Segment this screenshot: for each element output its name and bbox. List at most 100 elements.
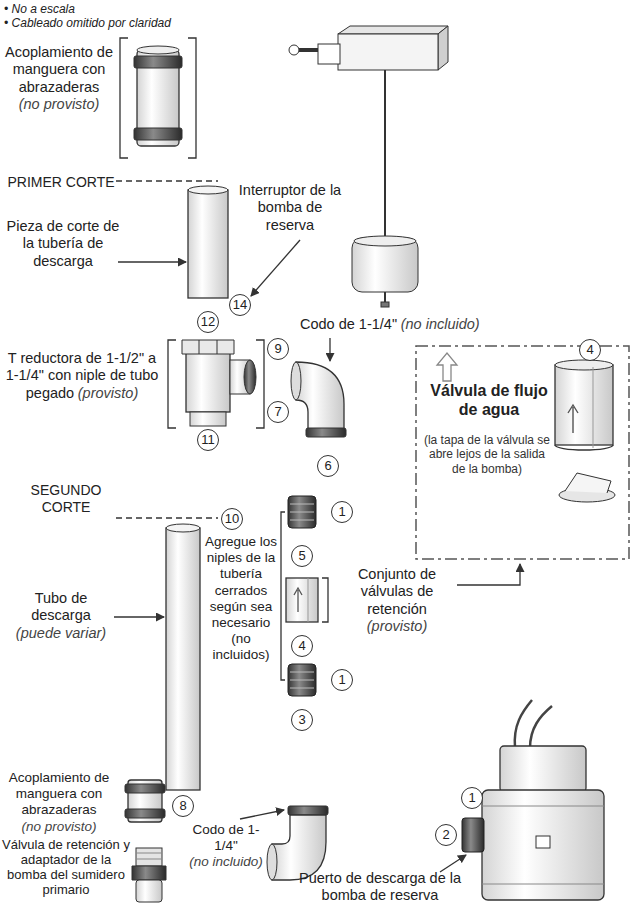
float-switch <box>384 70 386 238</box>
pipe-nipple <box>288 664 316 696</box>
label-block: Válvula de retención y adaptador de la b… <box>0 838 132 898</box>
pipe-nipple <box>288 664 316 696</box>
note-text: Agregue los niples de la tubería cerrado… <box>204 534 278 664</box>
float-switch <box>338 34 438 70</box>
pipe-cut-piece <box>188 190 228 298</box>
hose-coupling-bottom <box>125 784 165 793</box>
discharge-pipe <box>166 528 200 790</box>
callout-circle: 9 <box>267 338 289 360</box>
label-block: Codo de 1-1/4"(no incluido) <box>300 316 520 333</box>
callout-circle: 1 <box>461 787 483 809</box>
check-valve <box>294 588 302 612</box>
callout-number: 4 <box>586 342 593 357</box>
part-label: Codo de 1-1/4" <box>300 316 397 332</box>
callout-circle: 4 <box>291 635 313 657</box>
hose-coupling-bottom <box>125 809 165 818</box>
node-note: (la tapa de la válvula se abre lejos de … <box>421 433 553 476</box>
part-label: Tubo de descarga <box>8 590 114 625</box>
bracket <box>120 38 196 158</box>
pipe-nipple <box>290 504 314 505</box>
pipe-nipple <box>290 520 314 521</box>
part-label: Válvula de retención y adaptador de la b… <box>0 838 132 898</box>
callout-number: 1 <box>338 504 345 519</box>
check-valve-adapter <box>132 866 166 880</box>
leader-arrow <box>329 338 330 361</box>
callout-number: 2 <box>442 827 449 842</box>
valve-illustration <box>437 353 457 381</box>
float-switch <box>381 302 389 307</box>
pipe-cut-piece <box>188 186 228 298</box>
callout-circle: 1 <box>331 669 353 691</box>
label-block: PRIMER CORTE <box>4 174 118 191</box>
leader-arrow <box>114 616 164 617</box>
node-title: Válvula de flujo de agua <box>423 381 555 419</box>
callout-circle: 10 <box>221 508 243 530</box>
label-block: Interruptor de la bomba de reserva <box>238 182 342 234</box>
callout-number: 3 <box>298 712 305 727</box>
callout-number: 9 <box>274 341 281 356</box>
cut-label: SEGUNDO CORTE <box>18 482 114 516</box>
label-block: Acoplamiento de manguera con abrazaderas… <box>0 44 118 114</box>
hose-coupling-top <box>137 46 179 54</box>
callout-number: 8 <box>179 798 186 813</box>
valve-illustration <box>568 405 578 433</box>
part-label: Pieza de corte de la tubería de descarga <box>6 218 120 270</box>
valve-illustration <box>416 346 629 559</box>
callout-circle: 5 <box>291 545 313 567</box>
pipe-nipple <box>290 688 314 689</box>
float-switch <box>318 44 340 64</box>
backup-pump <box>500 746 586 792</box>
bracket <box>168 340 264 428</box>
backup-pump <box>462 700 604 900</box>
discharge-pipe <box>166 524 200 790</box>
cut-line <box>116 517 218 518</box>
label-block: Agregue los niples de la tubería cerrado… <box>204 534 278 664</box>
callout-number: 12 <box>201 314 215 329</box>
label-block: T reductora de 1-1/2" a 1-1/4" con niple… <box>2 350 162 402</box>
part-label: Conjunto de válvulas de retención <box>338 566 456 618</box>
backup-pump <box>482 790 604 900</box>
part-label: (no provisto) <box>0 819 118 835</box>
bracket <box>168 340 176 428</box>
callout-number: 1 <box>338 672 345 687</box>
bracket <box>281 512 285 680</box>
elbow-fitting <box>267 806 328 880</box>
elbow-fitting <box>291 362 301 400</box>
part-label: Interruptor de la bomba de reserva <box>238 182 342 234</box>
callout-circle: 6 <box>317 455 339 477</box>
float-switch <box>289 45 299 55</box>
callout-circle: 1 <box>331 501 353 523</box>
elbow-fitting <box>291 362 346 437</box>
reducing-tee <box>182 340 234 354</box>
float-switch <box>298 48 318 52</box>
reducing-tee <box>190 412 226 426</box>
leader-arrow <box>118 261 186 262</box>
cut-label: PRIMER CORTE <box>4 174 118 191</box>
callout-circle: 4 <box>579 339 601 361</box>
callout-circle: 7 <box>267 401 289 423</box>
check-valve-adapter <box>132 848 166 902</box>
reducing-tee <box>182 340 256 426</box>
part-label: (provisto) <box>78 385 138 401</box>
callout-number: 14 <box>233 297 247 312</box>
part-label: (no provisto) <box>0 96 118 113</box>
callout-circle: 14 <box>229 294 251 316</box>
part-label: Codo de 1-1/4" <box>184 822 268 854</box>
label-block: Codo de 1-1/4"(no incluido) <box>184 822 268 871</box>
callout-number: 4 <box>298 638 305 653</box>
check-valve-adapter <box>136 848 162 866</box>
part-label: (no incluido) <box>401 316 480 332</box>
elbow-fitting <box>306 428 346 437</box>
backup-pump <box>482 884 604 885</box>
float-switch <box>338 26 448 34</box>
float-switch <box>438 26 448 70</box>
part-label: Acoplamiento de manguera con abrazaderas <box>0 44 118 96</box>
valve-illustration <box>555 445 613 450</box>
label-block: SEGUNDO CORTE <box>18 482 114 516</box>
check-valve <box>286 578 318 622</box>
label-block: Acoplamiento de manguera con abrazaderas… <box>0 770 118 835</box>
bracket <box>188 38 196 158</box>
reducing-tee <box>199 340 200 354</box>
backup-pump <box>530 706 552 748</box>
check-valve-adapter <box>136 880 162 902</box>
